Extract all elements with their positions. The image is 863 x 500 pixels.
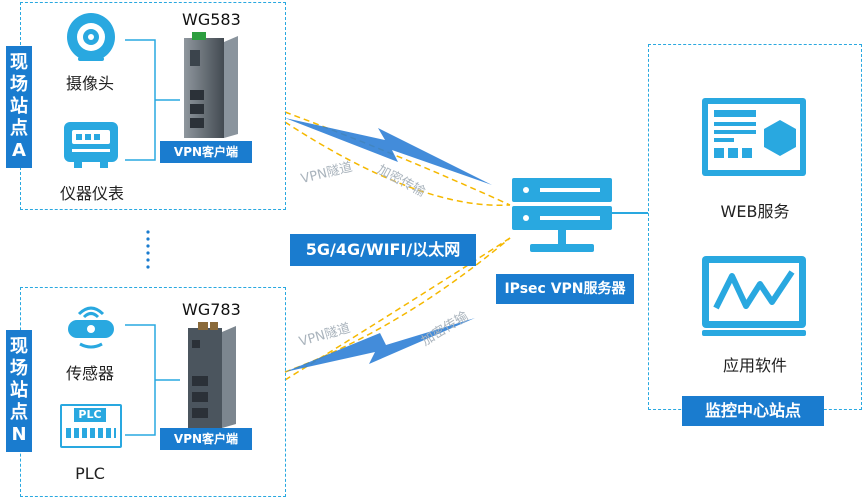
- meter-label: 仪器仪表: [59, 184, 124, 203]
- site-a-label: 现 场 站 点 A: [6, 46, 32, 168]
- tunnel-top-line: [284, 111, 511, 206]
- camera-icon: [67, 13, 115, 61]
- plc-label: PLC: [75, 464, 105, 483]
- web-service-label: WEB服务: [720, 202, 790, 221]
- gateway-a-model: WG583: [182, 10, 241, 29]
- sensor-icon: [68, 306, 114, 349]
- plc-icon: PLC: [60, 404, 122, 448]
- site-a-label-char: 点: [10, 118, 28, 139]
- app-software-icon: [702, 256, 806, 336]
- site-n-connector: [125, 324, 180, 436]
- gateway-n-model: WG783: [182, 300, 241, 319]
- tunnel-top-line-2: [284, 121, 511, 207]
- sensor-label: 传感器: [65, 364, 114, 383]
- meter-icon: [64, 122, 118, 168]
- ellipsis-dots: [146, 230, 150, 269]
- web-service-icon: [702, 98, 806, 176]
- site-a-label-char: 场: [10, 74, 28, 95]
- site-n-label-char: 场: [10, 358, 28, 379]
- site-a-label-char: 现: [10, 52, 28, 73]
- app-software-label: 应用软件: [722, 356, 787, 375]
- site-a-box: [20, 2, 286, 210]
- client-tag-n: VPN客户端: [160, 428, 252, 450]
- router-a-icon: [184, 32, 238, 138]
- lightning-top: [285, 118, 492, 185]
- plc-icon-text: PLC: [74, 408, 106, 422]
- server-icon: [512, 178, 612, 252]
- site-n-label: 现 场 站 点 N: [6, 330, 32, 452]
- network-link-label: 5G/4G/WIFI/以太网: [290, 234, 476, 266]
- site-n-label-char: 站: [10, 380, 28, 401]
- site-n-label-char: 点: [10, 402, 28, 423]
- site-a-label-char: 站: [10, 96, 28, 117]
- site-n-label-char: 现: [10, 336, 28, 357]
- lightning-bottom: [285, 318, 475, 372]
- site-a-label-char: A: [12, 140, 26, 161]
- router-n-icon: [188, 322, 236, 428]
- site-n-label-char: N: [11, 424, 27, 445]
- site-a-connector: [125, 39, 180, 161]
- plc-icon-ports: [66, 428, 116, 438]
- center-title: 监控中心站点: [682, 396, 824, 426]
- camera-label: 摄像头: [65, 74, 114, 93]
- server-label: IPsec VPN服务器: [496, 274, 634, 304]
- client-tag-a: VPN客户端: [160, 141, 252, 163]
